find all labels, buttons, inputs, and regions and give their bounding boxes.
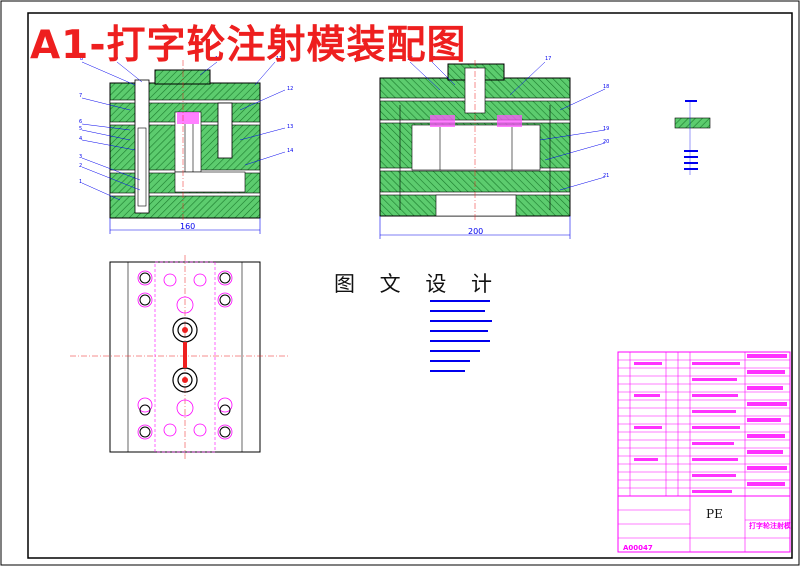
part-label-11: 11 [276,56,282,62]
part-label-9: 9 [115,56,118,62]
part-label-20: 20 [603,139,609,145]
part-label-16: 16 [429,56,435,62]
part-label-5: 5 [79,126,82,132]
plan-view [70,255,290,460]
part-label-19: 19 [603,126,609,132]
part-label-3: 3 [79,154,82,160]
part-label-4: 4 [79,136,82,142]
technical-notes [430,300,492,372]
part-label-18: 18 [603,84,609,90]
title-block-name: 打字轮注射模 [749,522,791,530]
left-part-labels: 8 9 10 11 12 13 14 7 6 5 4 3 2 1 [79,56,293,185]
part-label-8: 8 [80,56,83,62]
part-label-14: 14 [287,148,293,154]
part-label-17: 17 [545,56,551,62]
part-label-7: 7 [79,93,82,99]
part-label-12: 12 [287,86,293,92]
left-leader-lines [81,61,286,201]
side-width-dimension: 200 [468,227,483,236]
part-label-21: 21 [603,173,609,179]
part-label-10: 10 [215,56,221,62]
part-label-2: 2 [79,163,82,169]
part-label-1: 1 [79,179,82,185]
part-label-15: 15 [407,56,413,62]
side-section-view: 200 [379,60,571,239]
detail-view [674,100,711,175]
front-section-view: 160 [109,60,261,234]
right-part-labels: 15 16 17 18 19 20 21 [407,56,609,179]
parts-table [617,351,791,553]
drawing-number: A00047 [623,544,653,552]
material-label: PE [706,507,723,521]
watermark-text: 图 文 设 计 [334,272,502,296]
front-width-dimension: 160 [180,222,195,231]
parts-table-fill [634,354,787,493]
part-label-6: 6 [79,119,82,125]
right-leader-lines [409,61,606,191]
part-label-13: 13 [287,124,293,130]
drawing-title: A1-打字轮注射模装配图 [30,23,467,68]
